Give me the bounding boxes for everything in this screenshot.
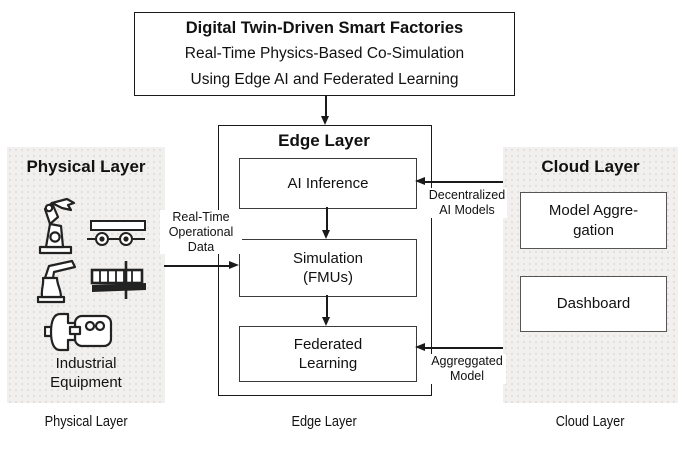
arrow-title-to-edge-line: [325, 95, 327, 117]
arrow-decentralized-line: [425, 181, 503, 183]
conveyor-icon: [90, 260, 148, 300]
arrow-sim-to-fed-line: [326, 295, 328, 318]
aggregated-model-label: Aggreggated Model: [428, 354, 506, 384]
diagram-subtitle-1: Real-Time Physics-Based Co-Simulation: [184, 45, 465, 62]
title-box: Digital Twin-Driven Smart Factories Real…: [134, 12, 515, 96]
caption-edge-layer: Edge Layer: [291, 414, 357, 430]
arrow-realtime-head: [229, 261, 239, 269]
industrial-equipment-label: Industrial Equipment: [50, 355, 122, 391]
physical-layer-title: Physical Layer: [26, 157, 146, 176]
cloud-layer-panel: [503, 147, 678, 403]
caption-physical-layer: Physical Layer: [44, 414, 128, 430]
ai-inference-box: AI Inference: [239, 158, 417, 209]
arrow-ai-to-sim-head: [322, 230, 330, 239]
trailer-icon: [86, 218, 148, 250]
decentralized-models-label: Decentralized AI Models: [427, 188, 507, 218]
simulation-fmus-box: Simulation (FMUs): [239, 239, 417, 297]
arrow-title-to-edge-head: [321, 116, 329, 125]
arrow-ai-to-sim-line: [326, 207, 328, 231]
robot-arm-icon: [37, 197, 77, 255]
arrow-realtime-line: [164, 265, 229, 267]
realtime-data-label: Real-Time Operational Data: [160, 210, 242, 255]
dashboard-box: Dashboard: [520, 276, 667, 332]
cloud-layer-title: Cloud Layer: [541, 157, 640, 176]
diagram-title: Digital Twin-Driven Smart Factories: [185, 19, 464, 37]
arrow-aggregated-line: [425, 347, 503, 349]
federated-learning-box: Federated Learning: [239, 326, 417, 382]
motor-icon: [44, 310, 116, 354]
robot-press-icon: [34, 258, 82, 304]
caption-cloud-layer: Cloud Layer: [556, 414, 625, 430]
edge-layer-title: Edge Layer: [278, 131, 370, 150]
arrow-sim-to-fed-head: [322, 317, 330, 326]
arrow-decentralized-head: [415, 177, 425, 185]
model-aggregation-box: Model Aggre- gation: [520, 192, 667, 249]
diagram-subtitle-2: Using Edge AI and Federated Learning: [190, 71, 459, 88]
arrow-aggregated-head: [415, 343, 425, 351]
